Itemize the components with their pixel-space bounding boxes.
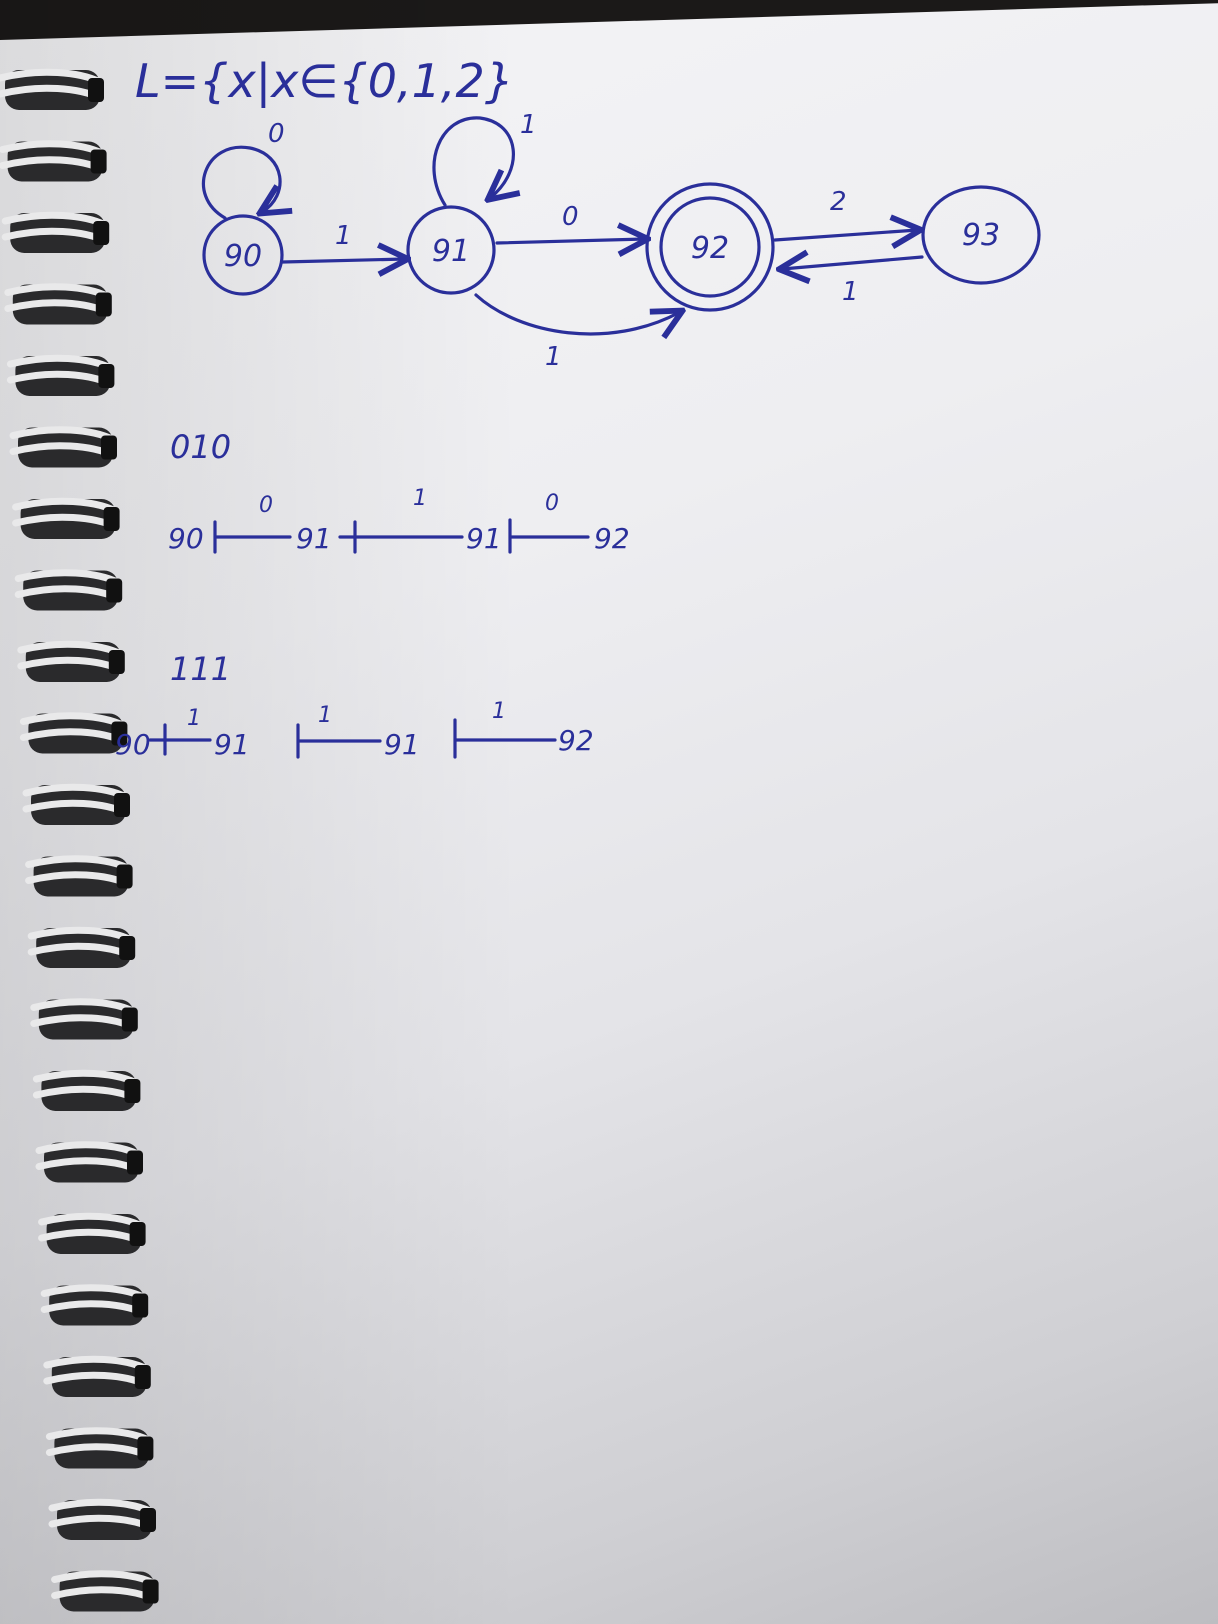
spiral-coil — [40, 1284, 149, 1326]
spiral-coil — [6, 354, 115, 396]
state-q0-label: 90 — [224, 239, 262, 274]
state-q3-label: 93 — [962, 218, 1000, 253]
transition-q1-q2-1 — [474, 293, 680, 334]
trace-2-state-1: 90 — [115, 728, 151, 761]
transition-q2-q3-label: 2 — [830, 187, 847, 217]
spiral-coil — [17, 640, 125, 682]
trace-1-symbol-1: 0 — [259, 493, 273, 518]
transition-q1-q2-0 — [495, 239, 645, 243]
spiral-coil — [51, 1570, 159, 1612]
trace-2-symbol-1: 1 — [187, 706, 201, 731]
trace-1-state-2: 91 — [296, 522, 332, 555]
trace-1-state-3: 91 — [466, 522, 502, 555]
transition-q0-q1 — [281, 259, 405, 262]
trace-2-state-4: 92 — [558, 724, 594, 757]
state-q0: 90 — [202, 214, 284, 296]
transition-q3-q2-label: 1 — [842, 277, 859, 307]
spiral-coil — [43, 1355, 151, 1397]
trace-1-symbol-2: 1 — [413, 486, 427, 511]
spiral-coil — [45, 1427, 154, 1469]
trace-1: 90 0 91 1 91 0 92 — [168, 486, 630, 555]
state-q1: 91 — [406, 205, 496, 295]
trace-2-symbol-3: 1 — [492, 699, 506, 724]
transition-q0-self-label: 0 — [268, 119, 285, 149]
spiral-coil — [38, 1212, 146, 1254]
transition-q1-q2-0-label: 0 — [562, 202, 579, 232]
spiral-coil — [35, 1141, 143, 1183]
trace-2: 90 1 91 1 91 1 92 — [115, 699, 594, 761]
trace-2-symbol-2: 1 — [318, 703, 332, 728]
state-q1-label: 91 — [432, 234, 470, 269]
transition-q1-self — [432, 116, 513, 207]
trace-1-symbol-3: 0 — [545, 491, 559, 516]
language-title: L={x|x∈{0,1,2} — [135, 54, 514, 109]
trace-1-word: 010 — [170, 428, 231, 466]
transition-q1-self-label: 1 — [520, 110, 537, 140]
spiral-coil — [0, 140, 107, 182]
spiral-binding — [0, 68, 159, 1612]
transition-q3-q2 — [782, 257, 924, 269]
trace-2-state-3: 91 — [384, 728, 420, 761]
spiral-coil — [22, 783, 130, 825]
transition-q0-self — [201, 145, 280, 220]
spiral-coil — [30, 998, 138, 1040]
transition-q1-q2-1-label: 1 — [545, 342, 562, 372]
state-q2-label: 92 — [691, 231, 729, 266]
trace-2-state-2: 91 — [214, 728, 250, 761]
trace-1-state-1: 90 — [168, 522, 204, 555]
state-q3: 93 — [921, 185, 1041, 285]
state-q2: 92 — [645, 182, 775, 312]
spiral-coil — [25, 855, 133, 897]
spiral-coil — [27, 926, 136, 968]
spiral-coil — [32, 1069, 141, 1111]
trace-2-word: 111 — [170, 650, 231, 688]
spiral-coil — [14, 569, 123, 611]
spiral-coil — [0, 68, 104, 110]
transition-q0-q1-label: 1 — [335, 221, 352, 251]
spiral-coil — [12, 497, 120, 539]
spiral-coil — [4, 283, 112, 325]
spiral-coil — [9, 426, 117, 468]
trace-1-state-4: 92 — [594, 522, 630, 555]
spiral-coil — [48, 1498, 156, 1540]
spiral-coil — [1, 211, 110, 253]
transition-q2-q3 — [773, 230, 918, 240]
spiral-coil — [19, 712, 128, 754]
